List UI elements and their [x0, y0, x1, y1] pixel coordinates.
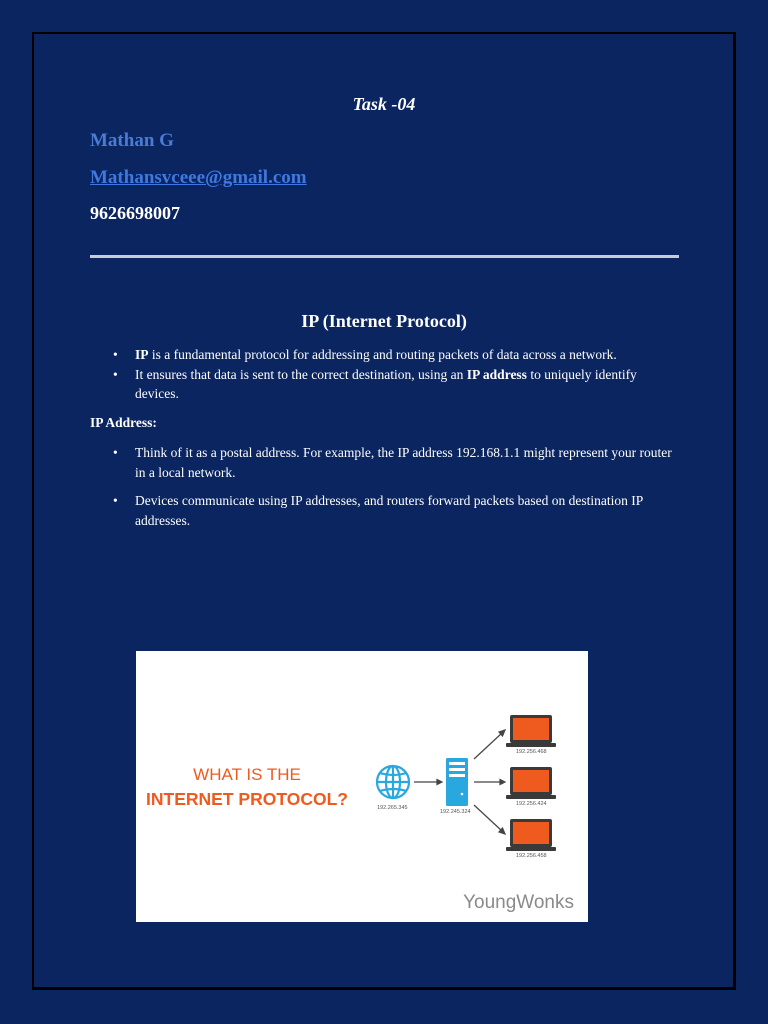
author-name: Mathan G: [90, 130, 174, 151]
list-item-text: is a fundamental protocol for addressing…: [148, 347, 617, 362]
figure-title-line1: WHAT IS THE: [193, 765, 301, 784]
ip-intro-list: IP is a fundamental protocol for address…: [90, 345, 680, 404]
ip-address-list: Think of it as a postal address. For exa…: [90, 443, 680, 539]
laptop-icon: [506, 767, 556, 799]
page-border: [32, 32, 736, 990]
globe-ip-label: 192.265.345: [377, 805, 408, 811]
internet-protocol-figure: WHAT IS THE INTERNET PROTOCOL? 192.265.3…: [136, 651, 588, 922]
device-ip-label: 192.256.458: [516, 853, 547, 859]
figure-title: WHAT IS THE INTERNET PROTOCOL?: [136, 763, 358, 811]
laptop-icon: [506, 715, 556, 747]
figure-title-line2: INTERNET PROTOCOL?: [146, 789, 348, 809]
author-email-link[interactable]: Mathansvceee@gmail.com: [90, 167, 307, 188]
list-item: It ensures that data is sent to the corr…: [90, 365, 680, 404]
list-item: Think of it as a postal address. For exa…: [90, 443, 680, 482]
server-icon: [446, 758, 468, 806]
ip-address-heading: IP Address:: [90, 415, 157, 430]
list-item-text: It ensures that data is sent to the corr…: [135, 366, 467, 382]
arrow-icon: [414, 778, 444, 786]
section-heading: IP (Internet Protocol): [301, 311, 467, 331]
globe-icon: [375, 764, 411, 800]
server-ip-label: 192.245.324: [440, 809, 471, 815]
bold-term: IP: [135, 347, 149, 362]
device-ip-label: 192.256.424: [516, 801, 547, 807]
device-ip-label: 192.256.468: [516, 749, 547, 755]
network-diagram: [375, 715, 556, 851]
brand-logo: YoungWonks: [463, 892, 574, 913]
bold-term: IP address: [466, 366, 527, 382]
list-item: Devices communicate using IP addresses, …: [90, 491, 680, 530]
horizontal-divider: [90, 255, 679, 258]
task-title: Task -04: [352, 94, 416, 114]
list-item: IP is a fundamental protocol for address…: [90, 345, 680, 365]
author-phone: 9626698007: [90, 203, 180, 223]
list-item-text: to uniquely identify devices.: [135, 366, 637, 402]
arrow-icon: [473, 729, 507, 835]
laptop-icon: [506, 819, 556, 851]
